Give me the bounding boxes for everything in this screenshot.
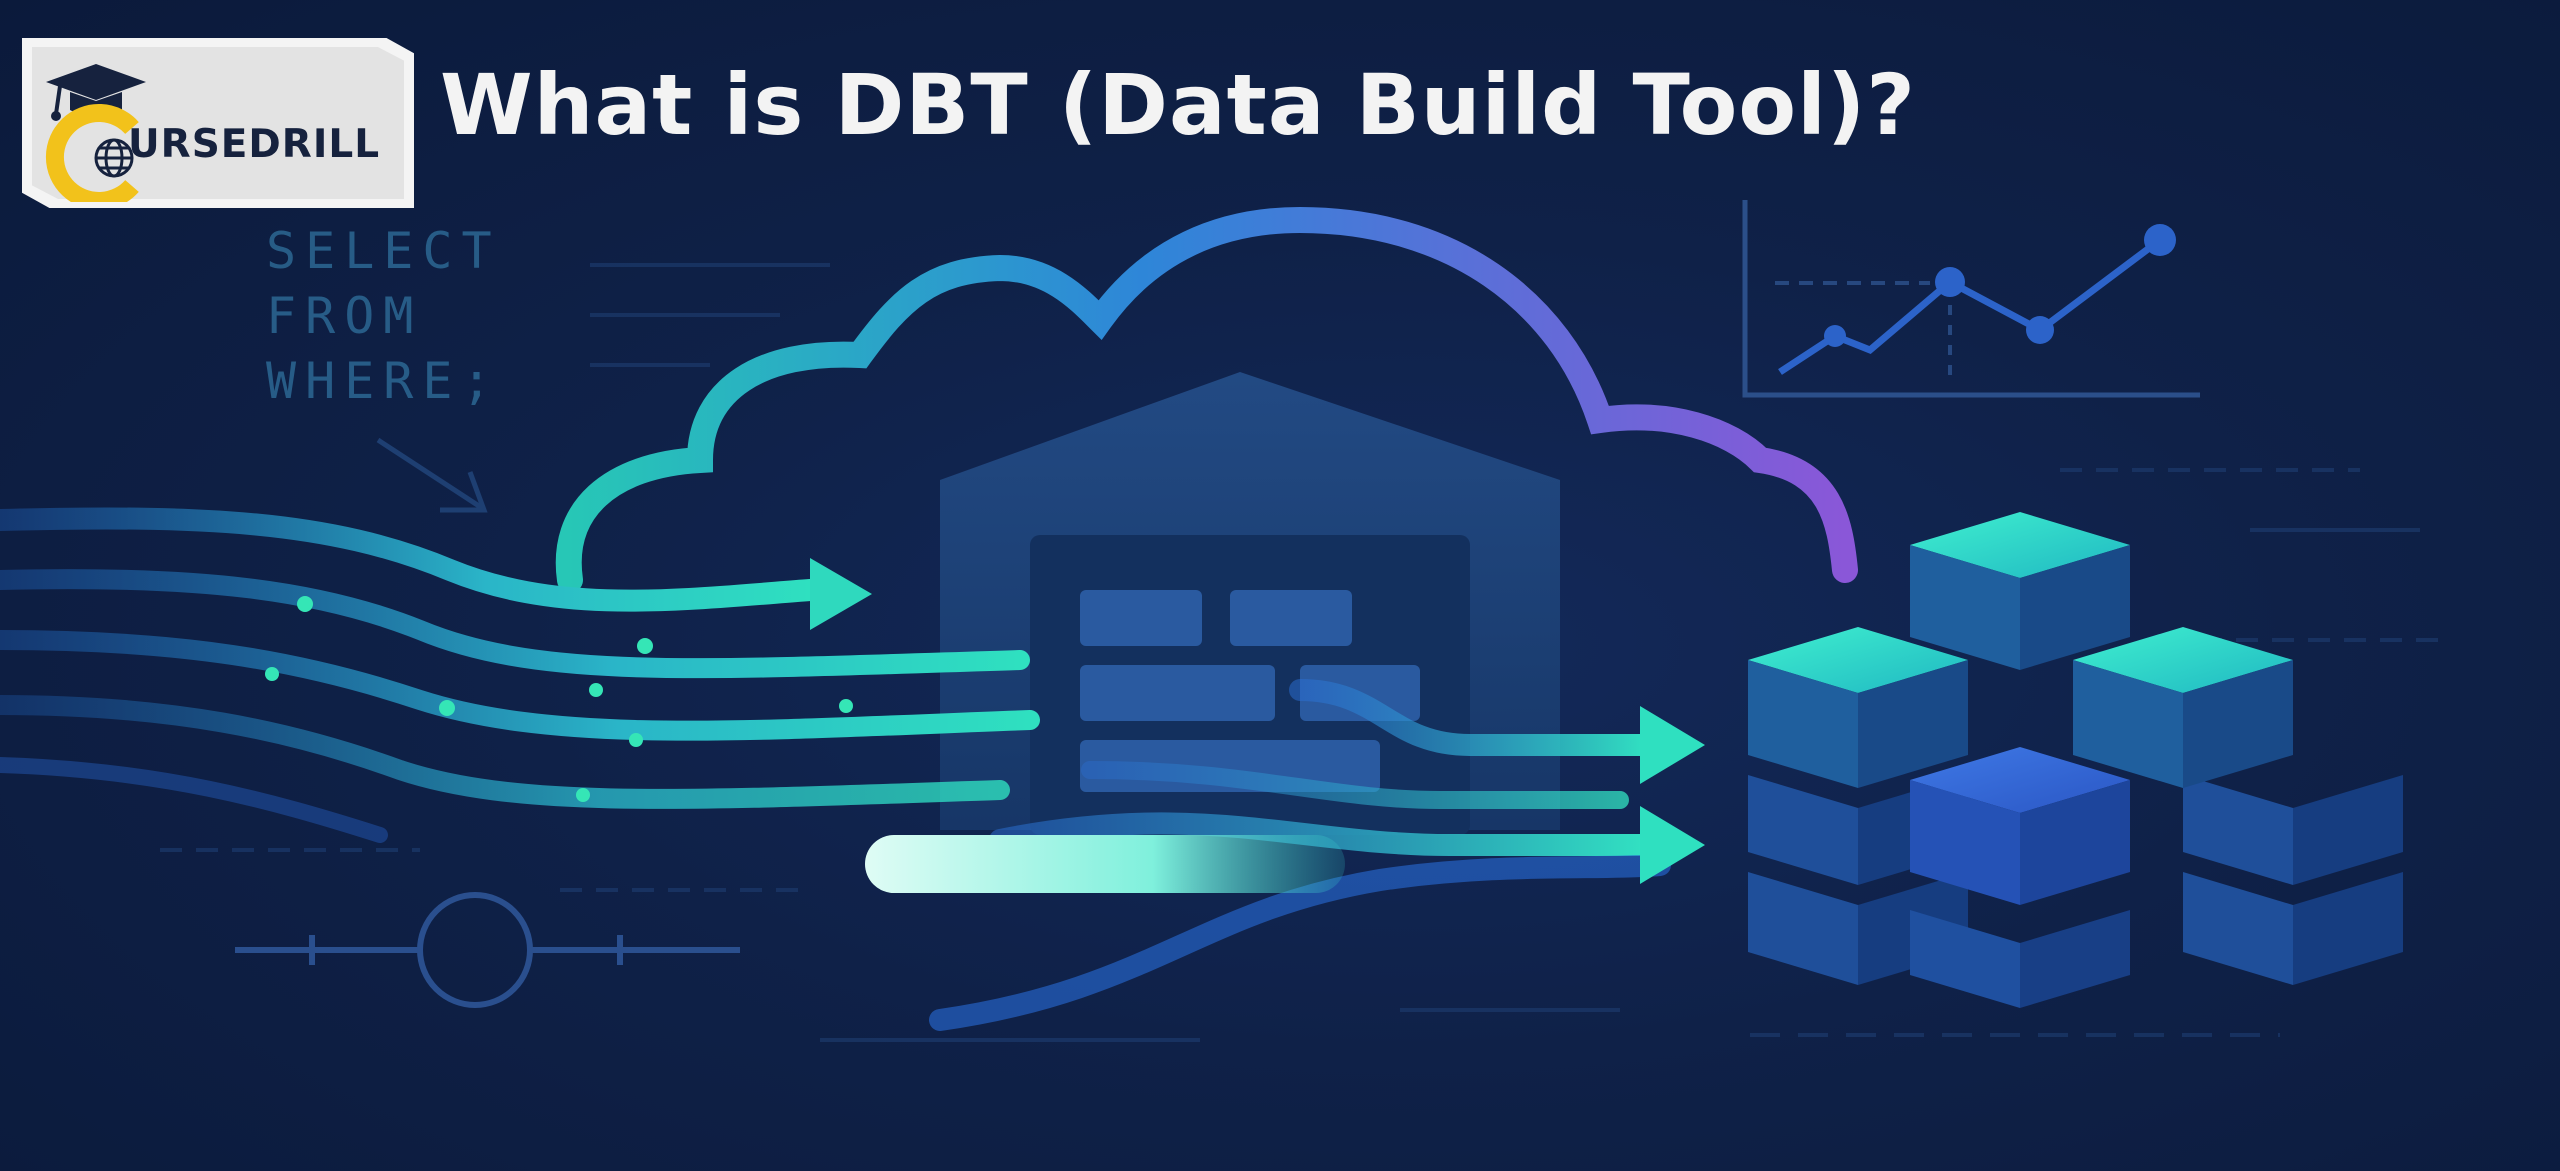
cube bbox=[2183, 775, 2403, 885]
pipeline-node-icon bbox=[235, 892, 740, 1008]
incoming-data-streams bbox=[0, 507, 1040, 843]
background-dashes bbox=[160, 263, 2440, 1042]
cube bbox=[2183, 872, 2403, 985]
code-line-select: SELECT bbox=[266, 222, 501, 280]
data-warehouse-icon bbox=[940, 372, 1560, 835]
cube bbox=[1748, 627, 1968, 788]
glowing-data-bar bbox=[865, 835, 1345, 893]
cube bbox=[2073, 627, 2293, 788]
coursedrill-logo[interactable]: URSEDRILL bbox=[22, 38, 414, 208]
line-chart-icon bbox=[1742, 200, 2200, 398]
cube bbox=[1910, 910, 2130, 1008]
outgoing-data-streams bbox=[929, 679, 1671, 1031]
flow-particles bbox=[265, 596, 853, 802]
arrow-into-cloud-icon bbox=[810, 558, 872, 630]
page-title: What is DBT (Data Build Tool)? bbox=[440, 56, 1917, 154]
arrow-to-models-top-icon bbox=[1640, 706, 1705, 784]
logo-text: URSEDRILL bbox=[128, 122, 381, 167]
code-line-where: WHERE; bbox=[266, 352, 501, 410]
logo-emblem bbox=[45, 64, 146, 202]
cube bbox=[1910, 512, 2130, 670]
data-model-cubes bbox=[1748, 512, 2403, 1008]
globe-icon bbox=[94, 138, 134, 178]
arrow-to-models-bottom-icon bbox=[1640, 806, 1705, 884]
code-arrow-icon bbox=[376, 437, 488, 513]
cloud-outline bbox=[555, 206, 1858, 593]
cube bbox=[1910, 747, 2130, 905]
code-line-from: FROM bbox=[266, 287, 423, 345]
